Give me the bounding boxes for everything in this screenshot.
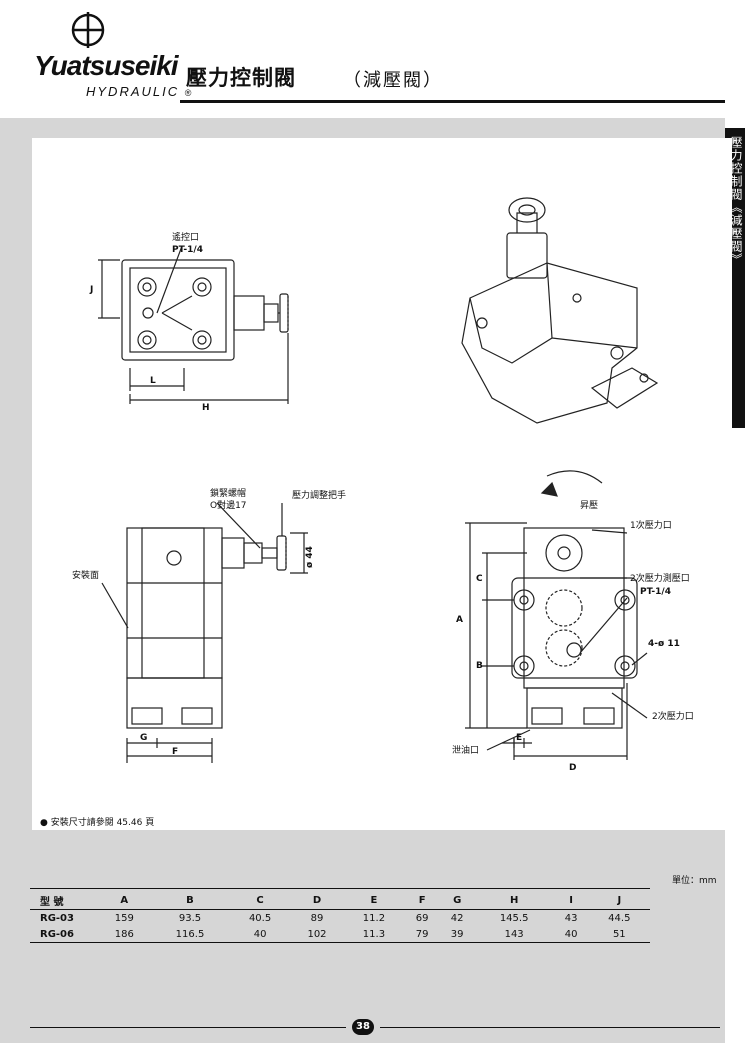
label-remote-port-size: PT-1/4 — [172, 245, 203, 255]
cell-H: 145.5 — [499, 912, 529, 924]
cell-F: 79 — [415, 928, 429, 940]
label-gauge-port: 2次壓力測壓口 — [630, 572, 690, 584]
dim-H: H — [202, 403, 210, 413]
cell-G: 39 — [450, 928, 464, 940]
cell-F: 69 — [415, 912, 429, 924]
side-tab-label: 壓力控制閥《減壓閥》 — [729, 136, 743, 266]
col-header: 型 號 — [40, 897, 64, 908]
label-locknut-size: O對邊17 — [210, 499, 247, 511]
cell-model: RG-06 — [40, 928, 74, 940]
dim-B: B — [476, 661, 483, 671]
spec-table: 型 號 A B C D E F G H I J RG-03 159 93.5 4… — [30, 892, 650, 942]
label-adjust-handle: 壓力調整把手 — [292, 489, 346, 501]
table-top-rule — [30, 888, 650, 889]
label-diameter: ø 44 — [305, 546, 315, 568]
side-view — [101, 502, 308, 763]
table-bottom-rule — [30, 942, 650, 943]
cell-H: 143 — [504, 928, 524, 940]
table-row: RG-06 186 116.5 40 102 11.3 79 39 143 40… — [30, 926, 650, 942]
units-label: 單位：mm — [672, 876, 717, 886]
label-secondary-port: 2次壓力口 — [652, 710, 694, 722]
cell-I: 43 — [564, 912, 578, 924]
label-drain-port: 泄油口 — [452, 744, 479, 756]
cell-J: 51 — [612, 928, 626, 940]
col-header: B — [186, 895, 194, 906]
logo-mark-icon — [71, 12, 105, 48]
cell-E: 11.3 — [362, 928, 386, 940]
brand-name: Yuatsuseiki — [34, 50, 179, 81]
installation-note: ● 安裝尺寸請參閱 45.46 頁 — [40, 818, 155, 828]
footer-rule-left — [30, 1027, 346, 1028]
col-header: C — [256, 895, 264, 906]
col-header: E — [370, 895, 378, 906]
top-view-inner — [129, 267, 227, 353]
label-gauge-size: PT-1/4 — [640, 587, 671, 597]
cell-E: 11.2 — [362, 912, 386, 924]
header-rule — [180, 100, 725, 103]
cell-B: 116.5 — [175, 928, 205, 940]
dim-F: F — [172, 747, 178, 757]
cell-C: 40.5 — [248, 912, 272, 924]
page-number: 38 — [352, 1019, 374, 1035]
technical-drawing: 遙控口 PT-1/4 J L H 鎖緊螺帽 O對邊17 壓力調整把手 ø 44 … — [72, 197, 694, 773]
cell-D: 102 — [307, 928, 327, 940]
dim-D: D — [569, 763, 576, 773]
dim-A: A — [456, 615, 463, 625]
drawing-panel: 遙控口 PT-1/4 J L H 鎖緊螺帽 O對邊17 壓力調整把手 ø 44 … — [32, 138, 732, 830]
col-header: I — [569, 895, 573, 906]
label-remote-port: 遙控口 — [172, 231, 199, 243]
cell-A: 186 — [114, 928, 134, 940]
dim-J: J — [89, 285, 93, 295]
col-header: J — [617, 895, 622, 906]
col-header: F — [418, 895, 426, 906]
label-primary-port: 1次壓力口 — [630, 519, 672, 531]
page-header: Yuatsuseiki HYDRAULIC ® 壓力控制閥 （減壓閥） — [0, 0, 745, 112]
page-subtitle: （減壓閥） — [343, 70, 443, 91]
cell-C: 40 — [253, 928, 267, 940]
footer-rule-right — [380, 1027, 720, 1028]
cell-G: 42 — [450, 912, 464, 924]
brand-subtitle: HYDRAULIC ® — [86, 84, 194, 99]
col-header: A — [120, 895, 129, 906]
cell-B: 93.5 — [178, 912, 202, 924]
table-row: RG-03 159 93.5 40.5 89 11.2 69 42 145.5 … — [30, 909, 650, 927]
col-header: H — [509, 895, 519, 906]
front-view-body — [523, 527, 625, 689]
cell-J: 44.5 — [608, 912, 631, 924]
dim-E: E — [516, 733, 522, 743]
label-mount-face: 安裝面 — [72, 569, 99, 581]
table-header-row: 型 號 A B C D E F G H I J — [30, 892, 650, 910]
label-bolt-holes: 4-ø 11 — [648, 639, 680, 649]
label-locknut: 鎖緊螺帽 — [210, 487, 246, 499]
cell-D: 89 — [310, 912, 324, 924]
col-header: G — [453, 895, 462, 906]
gauge-circle — [545, 534, 583, 572]
col-header: D — [312, 895, 322, 906]
label-raise: 昇壓 — [580, 500, 598, 511]
dim-L: L — [150, 376, 156, 386]
page-title: 壓力控制閥 — [186, 66, 296, 90]
cell-I: 40 — [564, 928, 578, 940]
cell-model: RG-03 — [40, 912, 74, 924]
iso-view — [461, 197, 659, 424]
front-view — [465, 470, 648, 760]
dim-C: C — [476, 574, 483, 584]
top-view-body — [121, 259, 235, 361]
dim-G: G — [140, 733, 147, 743]
cell-A: 159 — [114, 912, 134, 924]
